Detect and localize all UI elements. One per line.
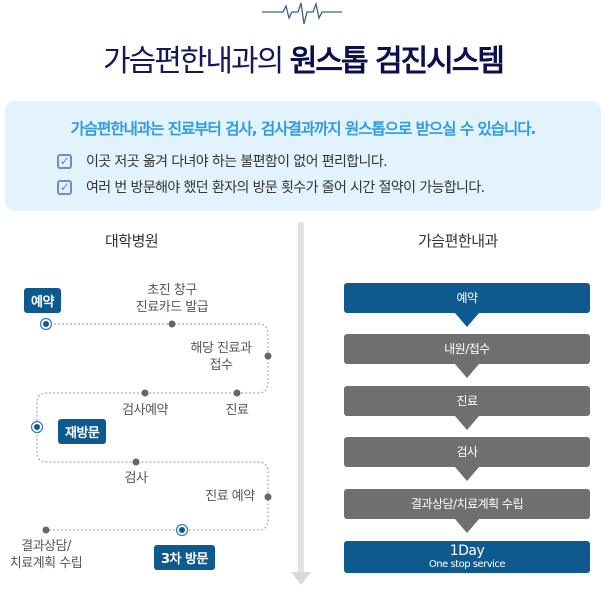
- arrow-down-icon: [455, 364, 479, 378]
- visit-markers: [30, 317, 189, 537]
- step-test: 검사: [344, 437, 590, 467]
- arrow-down-icon: [455, 313, 479, 327]
- title-light: 가슴편한내과의: [103, 44, 284, 79]
- label-card: 초진 창구 진료카드 발급: [135, 283, 209, 315]
- info-box: 가슴편한내과는 진료부터 검사, 검사결과까지 원스톱으로 받으실 수 있습니다…: [5, 101, 601, 211]
- heartbeat-icon: [262, 1, 342, 25]
- label-consult: 진료: [225, 403, 249, 418]
- tag-third-visit: 3차 방문: [154, 545, 215, 570]
- label-exam-reserve: 검사예약: [122, 403, 168, 418]
- tag-revisit: 재방문: [58, 419, 107, 444]
- label-test: 검사: [124, 471, 148, 486]
- checkbox-icon: ✓: [57, 179, 72, 195]
- left-heading: 대학병원: [105, 232, 159, 250]
- label-result: 결과상담/ 치료계획 수립: [9, 539, 83, 571]
- right-heading: 가슴편한내과: [418, 232, 498, 250]
- checkbox-icon: ✓: [57, 153, 72, 169]
- step-reception: 내원/접수: [344, 334, 590, 364]
- check-text: 이곳 저곳 옮겨 다녀야 하는 불편함이 없어 편리합니다.: [86, 154, 388, 170]
- check-item: ✓ 이곳 저곳 옮겨 다녀야 하는 불편함이 없어 편리합니다.: [57, 151, 388, 171]
- arrow-down-icon: [455, 519, 479, 533]
- check-text: 여러 번 방문해야 했던 환자의 방문 횟수가 줄어 시간 절약이 가능합니다.: [86, 180, 485, 196]
- divider-arrow-icon: [291, 572, 311, 585]
- arrow-down-icon: [455, 416, 479, 430]
- step-consult: 진료: [344, 386, 590, 416]
- one-day-title: 1Day: [449, 543, 485, 559]
- info-lead: 가슴편한내과는 진료부터 검사, 검사결과까지 원스톱으로 받으실 수 있습니다…: [70, 120, 537, 138]
- arrow-down-icon: [455, 467, 479, 481]
- tag-reserve: 예약: [24, 288, 61, 313]
- step-result: 결과상담/치료계획 수립: [344, 489, 590, 519]
- label-consult-reserve: 진료 예약: [205, 489, 255, 504]
- page-title: 가슴편한내과의 원스톱 검진시스템: [0, 36, 606, 80]
- one-day-sub: One stop service: [428, 559, 506, 570]
- journey-dots: [42, 320, 272, 534]
- step-one-day: 1Day One stop service: [344, 541, 590, 573]
- check-item: ✓ 여러 번 방문해야 했던 환자의 방문 횟수가 줄어 시간 절약이 가능합니다…: [57, 177, 485, 197]
- title-bold: 원스톱 검진시스템: [289, 44, 505, 79]
- step-reserve: 예약: [344, 283, 590, 313]
- label-reception: 해당 진료과 접수: [190, 341, 252, 373]
